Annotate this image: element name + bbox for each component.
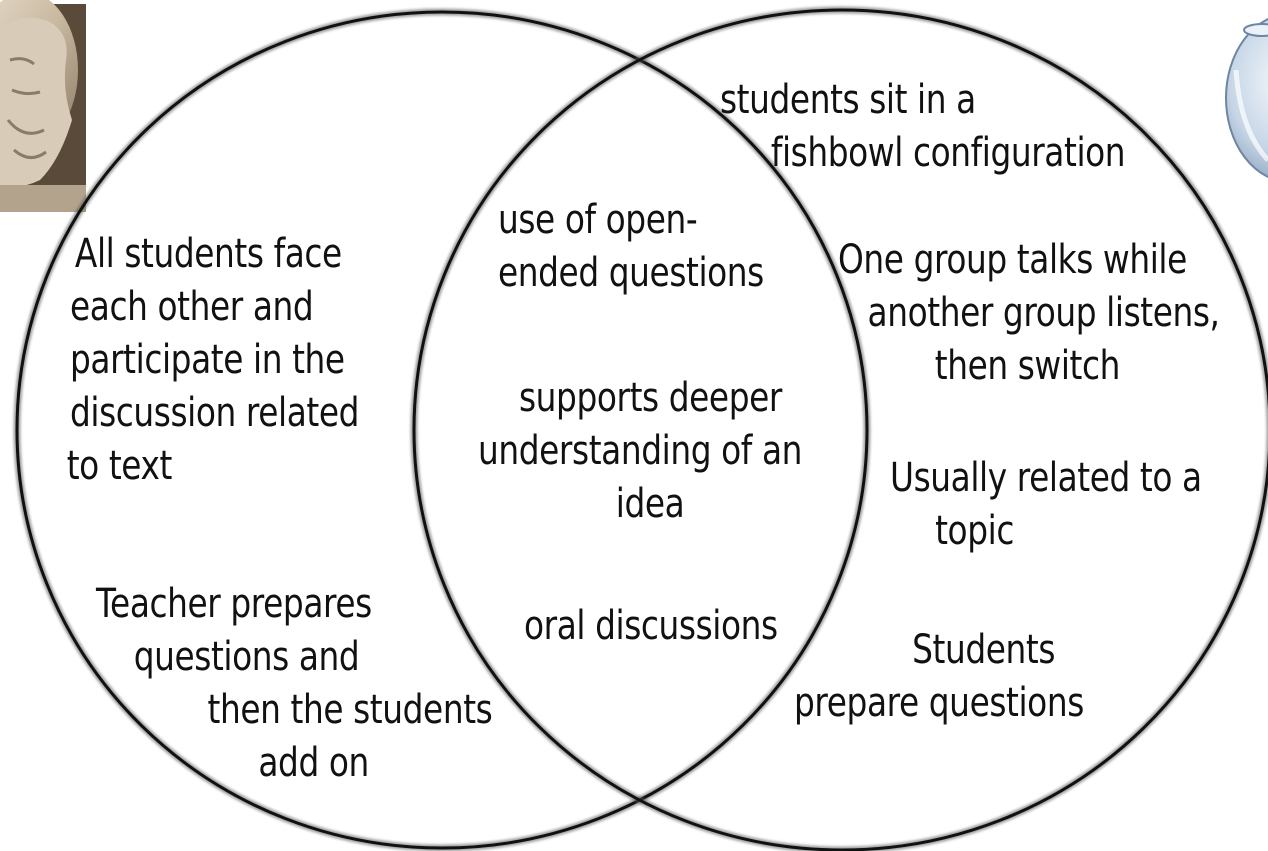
right-circle [410,6,1268,851]
socrates-bust-image [0,0,86,212]
text-line: add on [258,740,369,786]
left-circle [13,8,871,851]
overlap-item-3: oral discussions [524,600,778,653]
text-line: then the students [207,687,493,733]
overlap-item-1: use of open- ended questions [498,194,764,300]
text-line: each other and [70,284,314,330]
text-line: topic [935,508,1014,554]
text-line: questions and [133,634,360,680]
text-line: to text [66,443,173,489]
text-line: oral discussions [524,603,778,649]
text-line: supports deeper [519,375,782,421]
text-line: use of open- [498,197,698,243]
text-line: Teacher prepares [96,581,372,627]
text-line: discussion related [70,390,360,436]
text-line: participate in the [70,337,345,383]
overlap-item-2: supports deeper understanding of an idea [478,372,802,531]
left-item-2: Teacher prepares questions and then the … [96,578,493,790]
right-item-4: Students prepare questions [794,624,1084,730]
right-item-2: One group talks while another group list… [838,234,1220,393]
text-line: understanding of an [478,428,803,474]
text-line: idea [615,481,685,527]
text-line: ended questions [498,250,764,296]
left-item-1: All students face each other and partici… [66,228,360,493]
text-line: Students [912,627,1056,673]
fishbowl-image [1225,18,1268,178]
text-line: another group listens, [867,290,1220,336]
text-line: students sit in a [720,77,976,123]
text-line: prepare questions [794,680,1084,726]
right-item-1: students sit in a fishbowl configuration [720,74,1126,180]
text-line: One group talks while [838,237,1187,283]
right-item-3: Usually related to a topic [890,452,1202,558]
text-line: fishbowl configuration [770,130,1126,176]
text-line: All students face [74,231,342,277]
text-line: then switch [934,343,1121,389]
text-line: Usually related to a [890,455,1202,501]
